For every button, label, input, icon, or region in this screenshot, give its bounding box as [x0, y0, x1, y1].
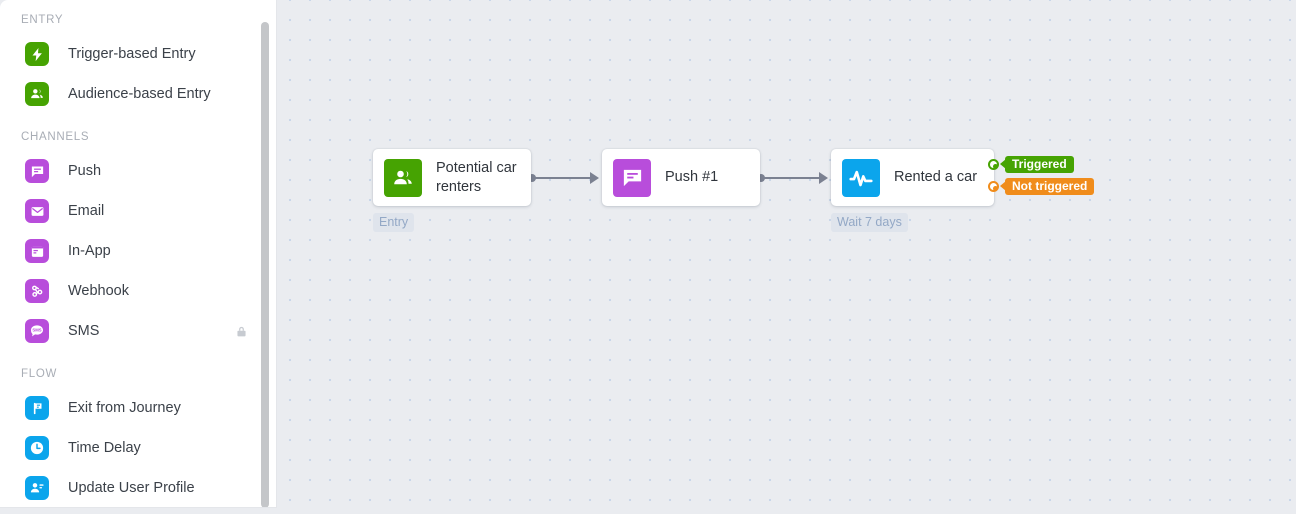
svg-text:SMS: SMS [32, 327, 41, 332]
connector-source-dot [757, 174, 765, 182]
sidebar-item-label: In-App [68, 243, 111, 259]
push-message-icon [613, 158, 651, 197]
node-title: Rented a car [894, 169, 978, 186]
sidebar-item-label: Trigger-based Entry [68, 46, 196, 62]
sidebar-item-webhook[interactable]: Webhook [0, 271, 276, 311]
sms-bubble-icon: SMS [25, 319, 49, 343]
sidebar-item-label: SMS [68, 323, 100, 339]
connector-line [764, 177, 822, 179]
sidebar-item-in-app[interactable]: In-App [0, 231, 276, 271]
node-title: Potential car renters [436, 160, 517, 195]
output-port-triggered[interactable] [988, 159, 999, 170]
sidebar-item-push[interactable]: Push [0, 151, 276, 191]
in-app-window-icon [25, 239, 49, 263]
node-tag-entry: Entry [373, 213, 415, 232]
connector-source-dot [528, 174, 536, 182]
sidebar-item-label: Email [68, 203, 105, 219]
section-header-entry: ENTRY [21, 14, 64, 26]
node-push[interactable]: Push #1 [602, 149, 760, 206]
node-title: Push #1 [665, 169, 719, 186]
connector-line [535, 177, 593, 179]
connector-entry-to-push[interactable] [528, 171, 602, 185]
users-group-icon [384, 158, 422, 197]
connector-push-to-event[interactable] [757, 171, 831, 185]
push-message-icon [25, 159, 49, 183]
port-inner-dot [993, 186, 998, 191]
sidebar-item-label: Update User Profile [68, 480, 195, 496]
badge-not-triggered[interactable]: Not triggered [999, 178, 1095, 195]
section-header-flow: FLOW [21, 368, 58, 380]
lightning-bolt-icon [25, 42, 49, 66]
sidebar-item-time-delay[interactable]: Time Delay [0, 428, 276, 468]
sidebar-scrollbar-track[interactable] [261, 0, 273, 507]
webhook-icon [25, 279, 49, 303]
users-group-icon [25, 82, 49, 106]
badge-label: Triggered [1012, 157, 1067, 171]
sidebar-item-sms[interactable]: SMS SMS [0, 311, 276, 351]
sidebar-item-label: Audience-based Entry [68, 86, 211, 102]
sidebar-item-label: Webhook [68, 283, 129, 299]
node-event[interactable]: Rented a car [831, 149, 994, 206]
envelope-icon [25, 199, 49, 223]
badge-triggered[interactable]: Triggered [1000, 156, 1074, 173]
connector-arrowhead-icon [590, 172, 599, 184]
sidebar-item-update-user-profile[interactable]: Update User Profile [0, 468, 276, 507]
output-port-not-triggered[interactable] [988, 181, 999, 192]
lock-icon [235, 324, 248, 344]
block-palette-sidebar[interactable]: ENTRY Trigger-based Entry Audience-based… [0, 0, 277, 508]
badge-label: Not triggered [1012, 179, 1088, 193]
activity-pulse-icon [842, 158, 880, 197]
exit-flag-icon [25, 396, 49, 420]
user-edit-icon [25, 476, 49, 500]
node-tag-wait: Wait 7 days [831, 213, 908, 232]
sidebar-item-exit-from-journey[interactable]: Exit from Journey [0, 388, 276, 428]
port-inner-dot [993, 164, 998, 169]
clock-icon [25, 436, 49, 460]
node-entry[interactable]: Potential car renters [373, 149, 531, 206]
sidebar-item-audience-based-entry[interactable]: Audience-based Entry [0, 74, 276, 114]
sidebar-item-label: Time Delay [68, 440, 141, 456]
sidebar-item-email[interactable]: Email [0, 191, 276, 231]
section-header-channels: CHANNELS [21, 131, 90, 143]
connector-arrowhead-icon [819, 172, 828, 184]
sidebar-item-label: Exit from Journey [68, 400, 181, 416]
sidebar-scrollbar-thumb[interactable] [261, 22, 269, 507]
sidebar-item-label: Push [68, 163, 102, 179]
sidebar-item-trigger-based-entry[interactable]: Trigger-based Entry [0, 34, 276, 74]
